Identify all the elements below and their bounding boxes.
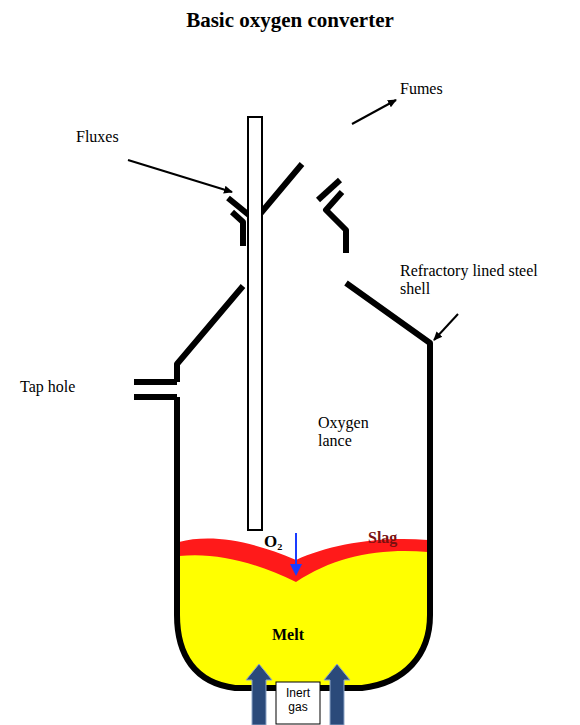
part-label: Inert gas: [277, 687, 319, 715]
gas-arrows: [246, 664, 350, 725]
diagram-title: Basic oxygen converter: [0, 8, 580, 32]
part-label: Oxygen lance: [318, 414, 388, 451]
part-label: Melt: [272, 626, 304, 644]
part-label: Tap hole: [20, 378, 75, 396]
part-label: Fluxes: [76, 128, 119, 146]
leader-line: [128, 160, 232, 192]
part-label: Fumes: [400, 80, 443, 98]
leader-line: [434, 314, 458, 340]
oxygen-arrowhead: [290, 564, 302, 576]
part-label: O₂: [264, 532, 282, 552]
gas-label-box: [276, 682, 320, 724]
leader-line: [352, 100, 396, 124]
oxygen-flow: [295, 533, 297, 566]
shell-outline: [134, 164, 430, 688]
part-label: Refractory lined steel shell: [400, 262, 540, 299]
oxygen-lance: [248, 117, 262, 530]
part-label: Slag: [368, 529, 397, 547]
